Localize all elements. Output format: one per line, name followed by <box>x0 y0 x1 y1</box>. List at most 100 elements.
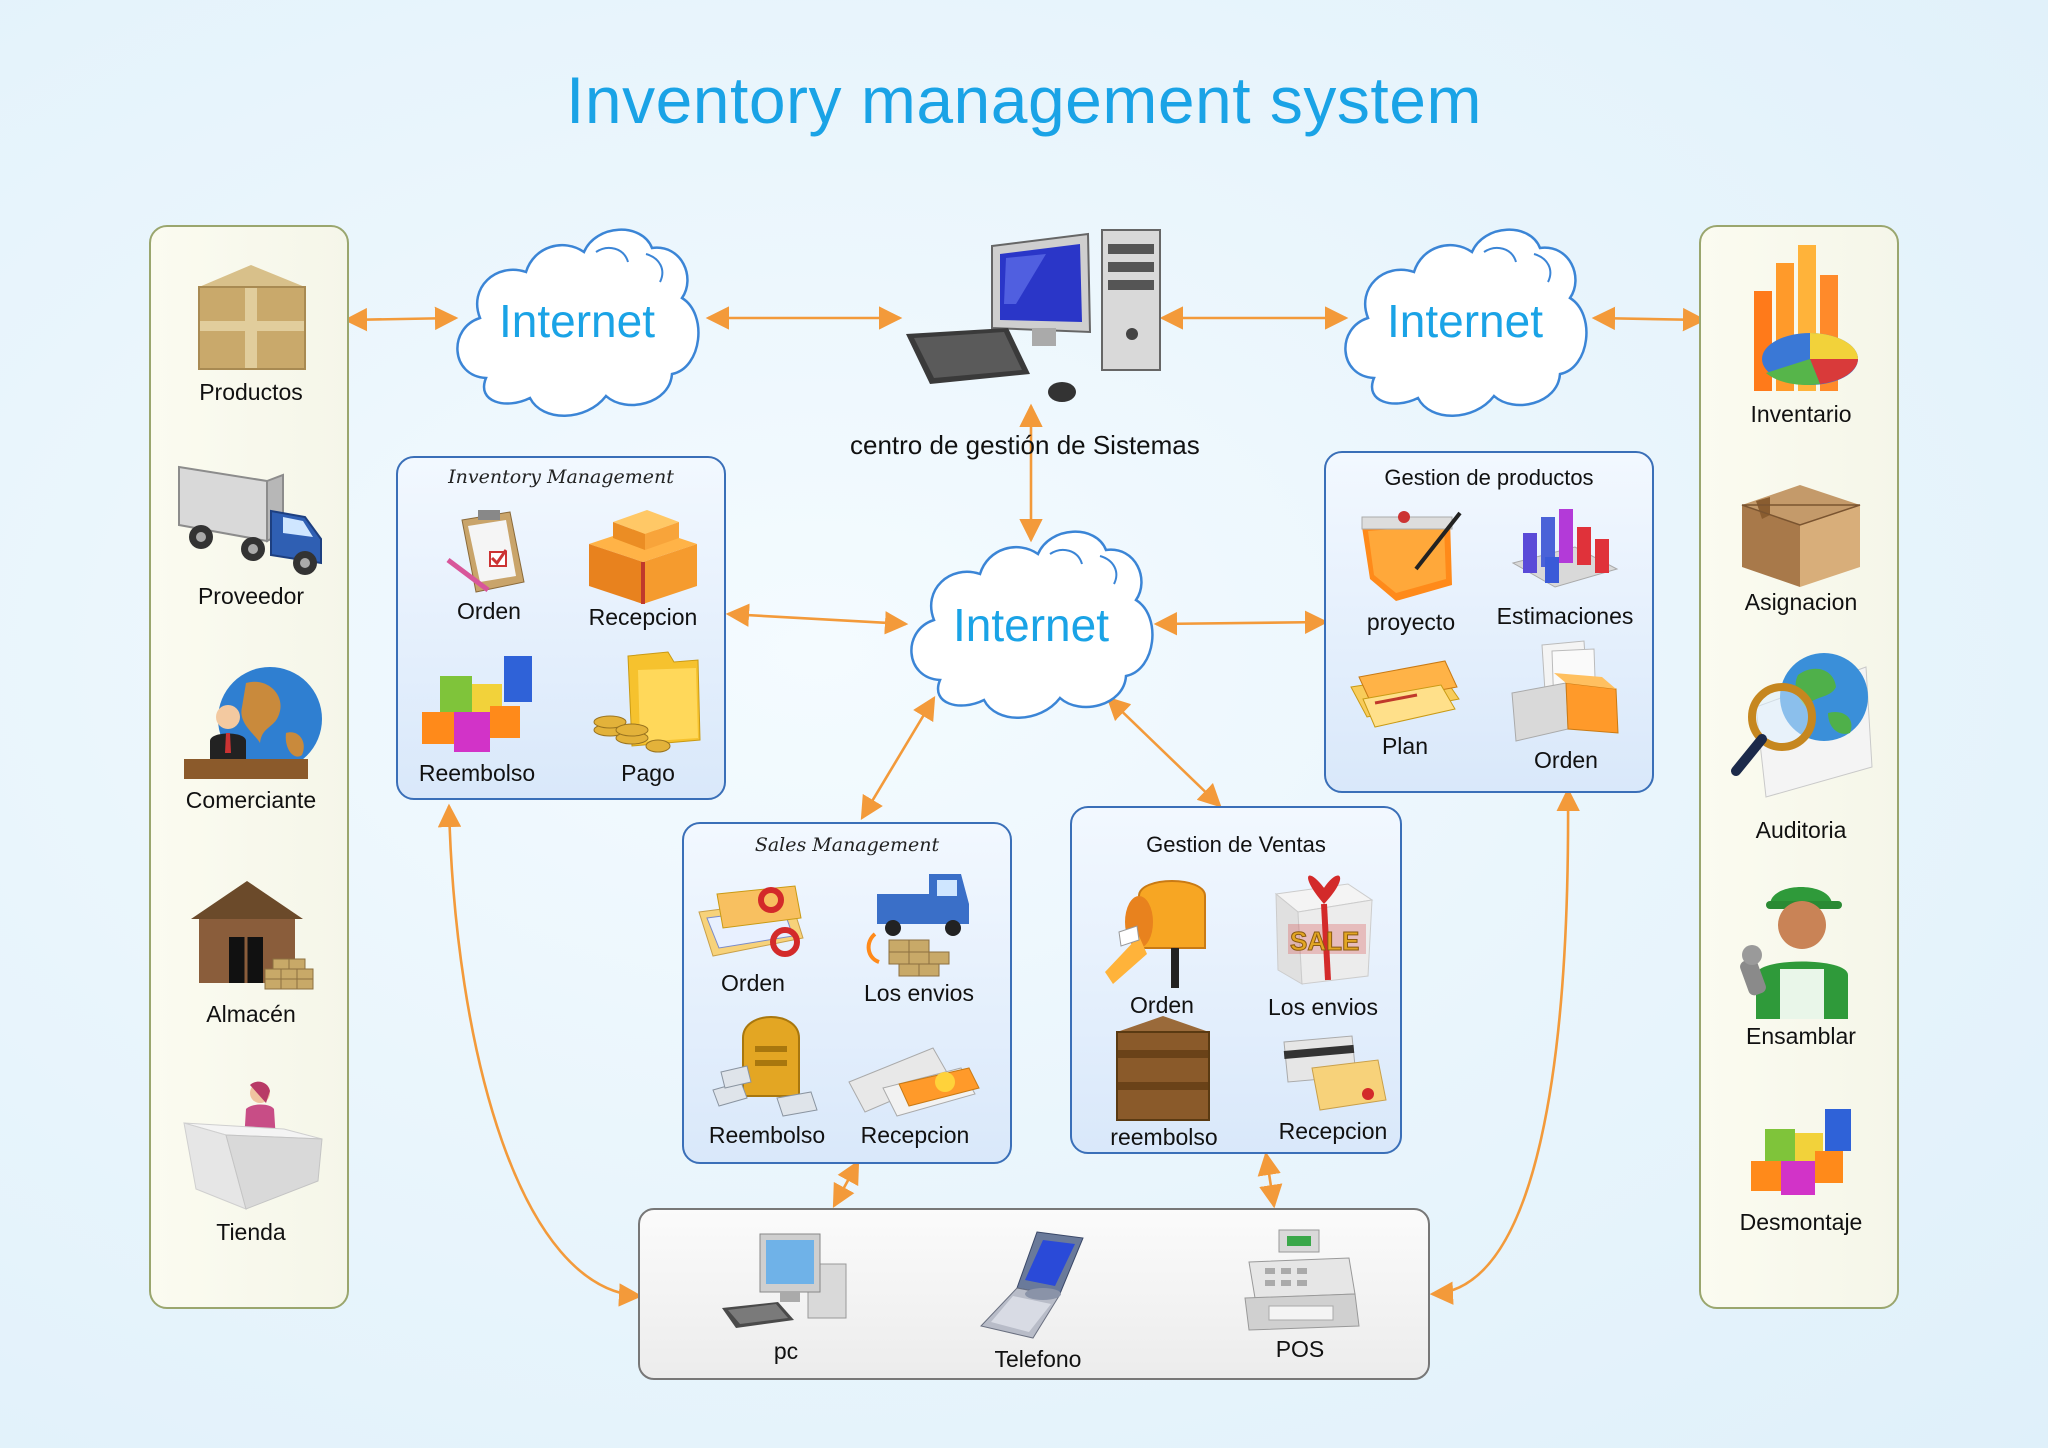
item-label: Plan <box>1381 733 1429 759</box>
devices-panel: pc Telefono <box>638 1208 1430 1380</box>
item-label: proyecto <box>1366 609 1456 635</box>
connector-center-cloud-productos <box>1153 610 1329 636</box>
packages-icon <box>589 510 697 604</box>
item-label: Recepcion <box>1278 1118 1388 1144</box>
gestion-productos-panel: Gestion de productos proyecto Estimac <box>1324 451 1654 793</box>
cloud-label: Internet <box>953 599 1109 651</box>
connector-productos-devices <box>1429 787 1580 1305</box>
shop-counter-icon <box>183 1081 323 1210</box>
item-label: pc <box>773 1338 799 1364</box>
item-label: Los envios <box>1268 994 1378 1020</box>
item-label: Reembolso <box>418 760 536 786</box>
magnifier-globe-icon <box>1731 653 1873 798</box>
gv-item-reembolso: reembolso <box>1094 1010 1234 1151</box>
device-telefono: Telefono <box>948 1226 1128 1373</box>
gp-item-orden: Orden <box>1496 637 1636 774</box>
item-almacen: Almacén <box>151 877 351 1028</box>
inv-item-orden: Orden <box>434 508 544 625</box>
gp-item-proyecto: proyecto <box>1346 509 1476 636</box>
connector-ventas-devices <box>1257 1151 1283 1209</box>
box-icon <box>1741 485 1861 587</box>
sale-sticker: SALE <box>1290 926 1359 956</box>
item-proveedor: Proveedor <box>151 459 351 610</box>
merchant-globe-icon <box>184 667 322 779</box>
panel-title: Gestion de productos <box>1384 465 1594 490</box>
crate-icon <box>1116 1016 1210 1121</box>
item-desmontaje: Desmontaje <box>1701 1099 1901 1236</box>
item-label: Orden <box>1534 747 1598 773</box>
inv-item-reembolso: Reembolso <box>412 650 542 787</box>
page-title: Inventory management system <box>566 63 1482 137</box>
panel-title: Sales Management <box>754 834 940 856</box>
item-auditoria: Auditoria <box>1701 647 1901 844</box>
item-productos: Productos <box>151 257 351 406</box>
left-panel: Productos Proveedor <box>149 225 349 1309</box>
sm-item-recepcion: Recepcion <box>840 1042 990 1149</box>
connector-center-cloud-sales <box>860 695 936 821</box>
connector-productos-cloud <box>343 306 459 332</box>
gv-item-orden: Orden <box>1096 872 1228 1019</box>
cloud-icon <box>1344 228 1588 417</box>
item-label: Telefono <box>994 1346 1082 1372</box>
folders-icon <box>1350 660 1460 728</box>
device-pc: pc <box>696 1228 876 1365</box>
blocks-icon <box>1751 1109 1851 1195</box>
cash-register-icon <box>1244 1229 1360 1331</box>
pc-icon <box>722 1233 847 1328</box>
bar-pie-chart-icon <box>1754 245 1858 391</box>
gv-item-recepcion: Recepcion <box>1258 1034 1408 1145</box>
item-label: Estimaciones <box>1496 603 1634 629</box>
item-label: Auditoria <box>1755 817 1847 843</box>
inv-item-pago: Pago <box>578 650 718 787</box>
box-icon <box>198 265 306 370</box>
item-asignacion: Asignacion <box>1701 479 1901 616</box>
item-label: POS <box>1275 1336 1325 1362</box>
cloud-right: Internet <box>1334 218 1596 424</box>
flip-phone-icon <box>980 1231 1084 1339</box>
papers-box-icon <box>1511 640 1619 742</box>
bar-chart-3d-icon <box>1511 509 1619 588</box>
item-label: Recepcion <box>860 1122 970 1148</box>
item-label: Almacén <box>206 1001 296 1027</box>
item-label: Inventario <box>1750 401 1852 427</box>
item-label: Comerciante <box>185 787 317 813</box>
right-panel: Inventario Asignacion Auditoria <box>1699 225 1899 1309</box>
connector-cloud-inventario <box>1591 306 1707 332</box>
note-icon <box>1361 511 1462 601</box>
cloud-label: Internet <box>499 295 655 347</box>
cloud-left: Internet <box>446 218 708 424</box>
cloud-center: Internet <box>900 520 1162 726</box>
credit-cards-icon <box>1283 1035 1387 1111</box>
item-label: Productos <box>199 379 303 405</box>
item-inventario: Inventario <box>1701 241 1901 428</box>
warehouse-icon <box>191 881 314 990</box>
mailbox-open-icon <box>1105 880 1206 988</box>
item-label: Orden <box>457 598 521 624</box>
panel-title: Inventory Management <box>448 466 674 488</box>
truck-icon <box>178 465 322 575</box>
cloud-icon <box>910 530 1154 719</box>
cloud-icon <box>456 228 700 417</box>
item-label: Orden <box>721 970 785 996</box>
cards-icon <box>848 1047 980 1117</box>
item-label: Tienda <box>216 1219 286 1245</box>
center-computer <box>896 224 1166 410</box>
sales-management-panel: Sales Management Orden <box>682 822 1012 1164</box>
sm-item-orden: Orden <box>688 878 818 997</box>
center-computer-label: centro de gestión de Sistemas <box>850 430 1200 460</box>
blocks-icon <box>422 656 532 752</box>
device-pos: POS <box>1220 1226 1380 1363</box>
worker-icon <box>1740 887 1848 1019</box>
sm-item-envios: Los envios <box>834 870 1004 1007</box>
gv-item-envios: SALE Los envios <box>1248 864 1398 1021</box>
item-label: Reembolso <box>708 1122 826 1148</box>
item-ensamblar: Ensamblar <box>1701 873 1901 1050</box>
cloud-label: Internet <box>1387 295 1543 347</box>
connector-sales-devices <box>832 1159 860 1209</box>
item-label: Recepcion <box>588 604 698 630</box>
item-label: Asignacion <box>1744 589 1858 615</box>
item-label: Pago <box>621 760 675 786</box>
folder-coins-icon <box>593 651 701 753</box>
